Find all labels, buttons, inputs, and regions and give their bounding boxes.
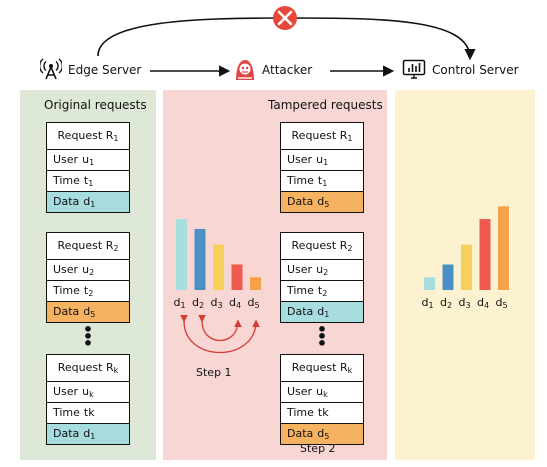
monitor-chart-icon — [402, 59, 426, 79]
request-header: Request R2 — [47, 233, 129, 260]
attacker-bar-chart: d1 d2 d3 d4 d5 — [173, 219, 261, 310]
step-2-label: Step 2 — [300, 442, 336, 455]
blocked-icon — [273, 6, 297, 30]
control-server-label: Control Server — [432, 63, 519, 77]
ellipsis-vertical: ••• — [82, 320, 94, 353]
tick-label-d2: d2 — [192, 296, 204, 310]
tick-label-d1: d1 — [173, 296, 185, 310]
swap-arc-inner — [198, 315, 242, 342]
control-bar-chart: d1 d2 d3 d4 d5 — [421, 206, 509, 310]
attacker-icon — [236, 60, 254, 80]
edge-server-label: Edge Server — [68, 63, 142, 77]
bar-d4 — [231, 264, 243, 290]
tampered-requests-title: Tampered requests — [268, 98, 383, 112]
ellipsis-vertical: ••• — [316, 320, 328, 353]
attacker-label: Attacker — [262, 63, 313, 77]
top-connection-layer — [97, 6, 476, 77]
bar-d5 — [498, 206, 509, 290]
bar-d1 — [424, 277, 435, 290]
request-header: Request Rk — [281, 355, 363, 382]
tick-label-d4: d4 — [229, 296, 241, 310]
tick-label-d2: d2 — [440, 296, 452, 310]
tick-label-d1: d1 — [421, 296, 433, 310]
bar-d1 — [176, 219, 187, 290]
step-1-label: Step 1 — [196, 366, 232, 379]
tick-label-d5: d5 — [247, 296, 259, 310]
request-header: Request R1 — [281, 123, 363, 150]
bar-d5 — [250, 277, 261, 290]
bar-d2 — [194, 228, 206, 290]
bar-d4 — [479, 219, 491, 290]
tick-label-d3: d3 — [210, 296, 222, 310]
swap-arcs — [180, 315, 260, 353]
request-header: Request Rk — [47, 355, 129, 382]
tick-label-d5: d5 — [495, 296, 507, 310]
bar-d2 — [442, 264, 454, 290]
original-requests-title: Original requests — [44, 98, 147, 112]
request-header: Request R1 — [47, 123, 129, 150]
request-header: Request R2 — [281, 233, 363, 260]
tick-label-d4: d4 — [477, 296, 489, 310]
bar-d3 — [461, 244, 472, 290]
bar-d3 — [213, 244, 224, 290]
antenna-icon — [40, 58, 62, 80]
tick-label-d3: d3 — [458, 296, 470, 310]
swap-arc-outer — [180, 315, 260, 353]
